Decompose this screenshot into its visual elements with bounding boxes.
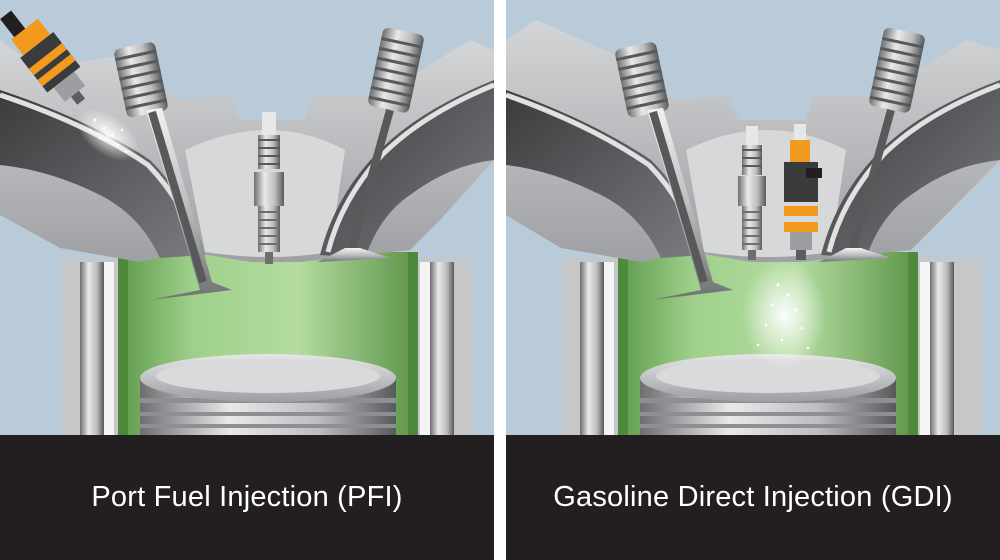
pfi-panel: Port Fuel Injection (PFI) <box>0 0 494 560</box>
intake-valve-icon <box>615 42 733 300</box>
exhaust-valve-icon <box>318 27 424 262</box>
piston-icon <box>140 354 396 435</box>
piston-icon <box>640 354 896 435</box>
panel-divider <box>494 0 506 560</box>
spark-plug-icon <box>738 126 766 260</box>
intake-valve-icon <box>114 42 232 300</box>
gdi-engine-illustration <box>506 0 1000 435</box>
spark-plug-icon <box>254 112 284 264</box>
gdi-caption: Gasoline Direct Injection (GDI) <box>506 435 1000 560</box>
fuel-injector-icon <box>0 10 86 105</box>
fuel-spray-icon <box>76 108 140 162</box>
fuel-spray-icon <box>742 260 826 370</box>
gdi-panel: Gasoline Direct Injection (GDI) <box>506 0 1000 560</box>
pfi-caption: Port Fuel Injection (PFI) <box>0 435 494 560</box>
pfi-engine-illustration <box>0 0 494 435</box>
fuel-injector-icon <box>784 124 822 260</box>
exhaust-valve-icon <box>819 27 925 262</box>
